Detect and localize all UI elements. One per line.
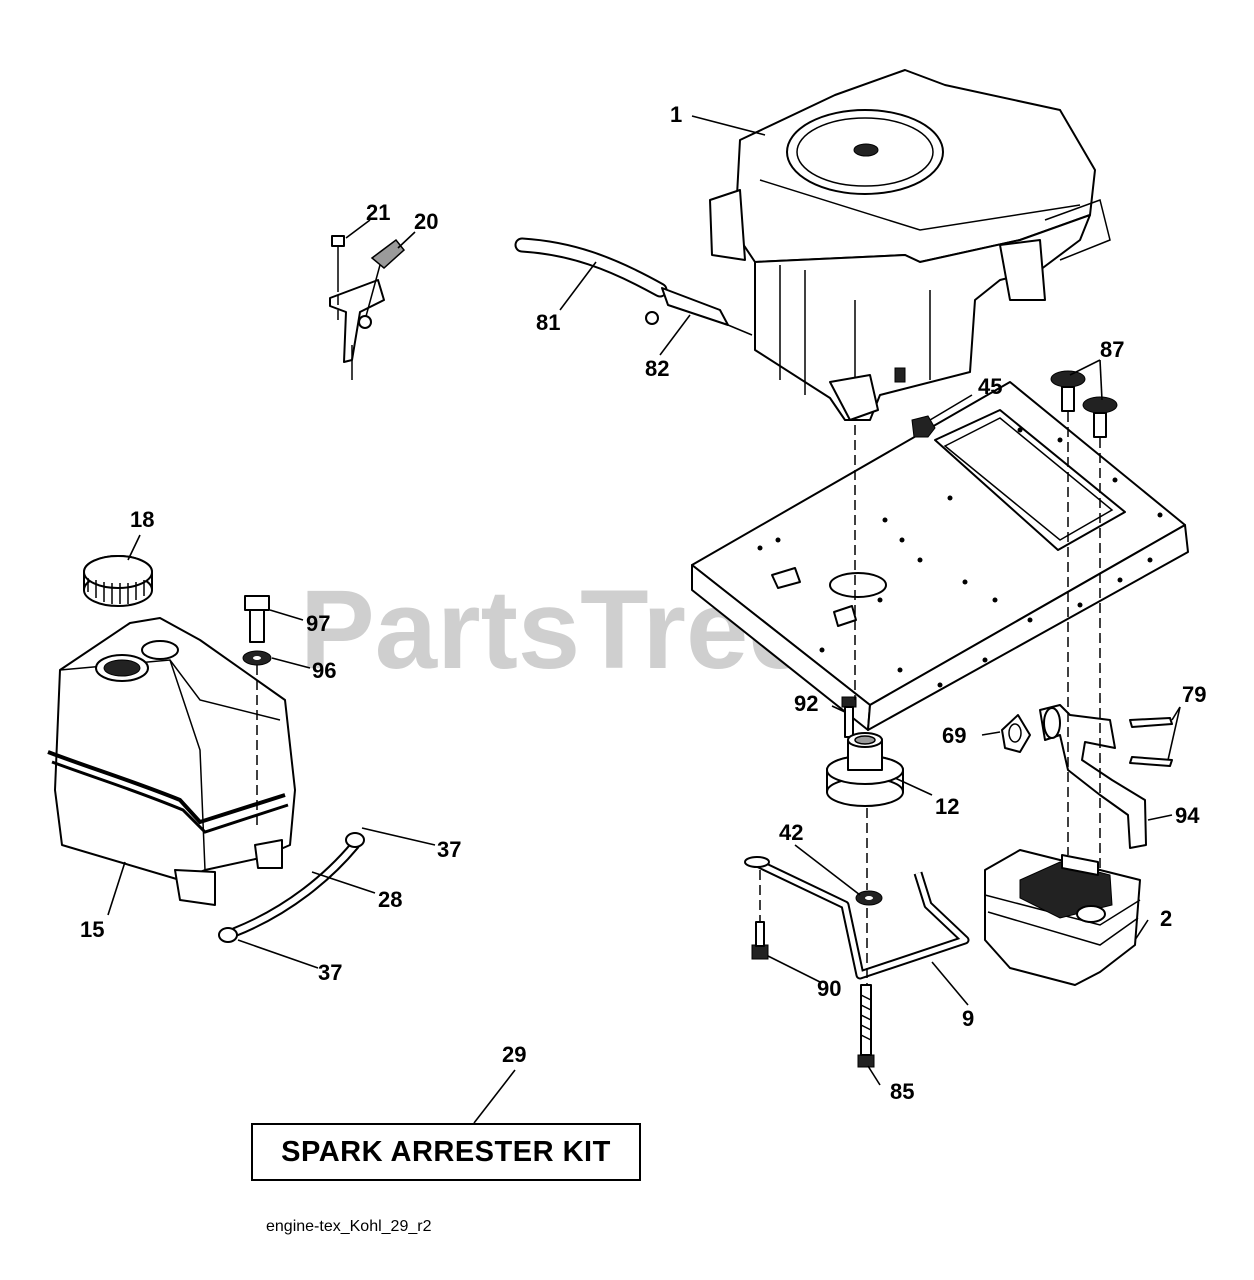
callout-82: 82 (645, 356, 669, 381)
callout-15: 15 (80, 917, 104, 942)
callout-18: 18 (130, 507, 154, 532)
hose-clamp-part-37b[interactable] (218, 927, 238, 943)
callout-2: 2 (1160, 906, 1172, 931)
bolt-part-90[interactable] (751, 921, 769, 960)
muffler-part-2[interactable] (984, 849, 1141, 986)
callout-28: 28 (378, 887, 402, 912)
tank-bolt-part-97[interactable] (244, 595, 270, 643)
callout-85: 85 (890, 1079, 914, 1104)
callout-97: 97 (306, 611, 330, 636)
exhaust-gasket-part-69[interactable] (1001, 714, 1031, 753)
callout-87: 87 (1100, 337, 1124, 362)
callout-69: 69 (942, 723, 966, 748)
diagram-code: engine-tex_Kohl_29_r2 (266, 1218, 432, 1235)
pulley-part-12[interactable] (826, 732, 904, 807)
fuel-hose-part-28[interactable] (230, 840, 360, 937)
callout-42: 42 (779, 820, 803, 845)
callouts: 1 2 9 12 15 18 20 21 28 29 37 37 42 45 6… (80, 102, 1206, 1104)
callout-79: 79 (1182, 682, 1206, 707)
callout-81: 81 (536, 310, 560, 335)
chassis-frame (691, 381, 1189, 731)
callout-20: 20 (414, 209, 438, 234)
fuel-tank-part-15[interactable] (47, 617, 296, 906)
engine-part-1[interactable] (709, 69, 1111, 421)
exhaust-pipe-part-94[interactable] (1039, 704, 1147, 849)
washer-part-42[interactable] (855, 890, 883, 906)
nut-part-45[interactable] (911, 415, 936, 438)
screw-part-87b[interactable] (1082, 396, 1118, 438)
callout-94: 94 (1175, 803, 1200, 828)
callout-90: 90 (817, 976, 841, 1001)
assembly-lines (256, 295, 1101, 985)
screw-part-79[interactable] (1129, 717, 1173, 767)
tank-washer-part-96[interactable] (242, 650, 272, 666)
fuel-filter-part-82[interactable] (645, 287, 753, 336)
throttle-control-part-20[interactable] (329, 238, 406, 380)
callout-92: 92 (794, 691, 818, 716)
bolt-part-21[interactable] (331, 235, 345, 292)
callout-37-lower: 37 (318, 960, 342, 985)
bolt-part-85[interactable] (857, 984, 875, 1068)
muffler-bracket-part-9[interactable] (744, 856, 970, 980)
screw-part-87a[interactable] (1050, 370, 1086, 412)
fuel-line-part-81[interactable] (514, 237, 668, 298)
callout-37-upper: 37 (437, 837, 461, 862)
callout-1: 1 (670, 102, 682, 127)
fuel-cap-part-18[interactable] (83, 555, 153, 607)
callout-9: 9 (962, 1006, 974, 1031)
callout-45: 45 (978, 374, 1002, 399)
spark-arrester-kit-label: SPARK ARRESTER KIT (281, 1135, 611, 1168)
callout-12: 12 (935, 794, 959, 819)
hose-clamp-part-37a[interactable] (345, 832, 365, 848)
leader-lines (107, 115, 1181, 1124)
bolt-part-92[interactable] (841, 696, 857, 738)
spark-arrester-kit-box[interactable]: SPARK ARRESTER KIT (251, 1123, 641, 1181)
callout-29: 29 (502, 1042, 526, 1067)
callout-21: 21 (366, 200, 390, 225)
callout-96: 96 (312, 658, 336, 683)
